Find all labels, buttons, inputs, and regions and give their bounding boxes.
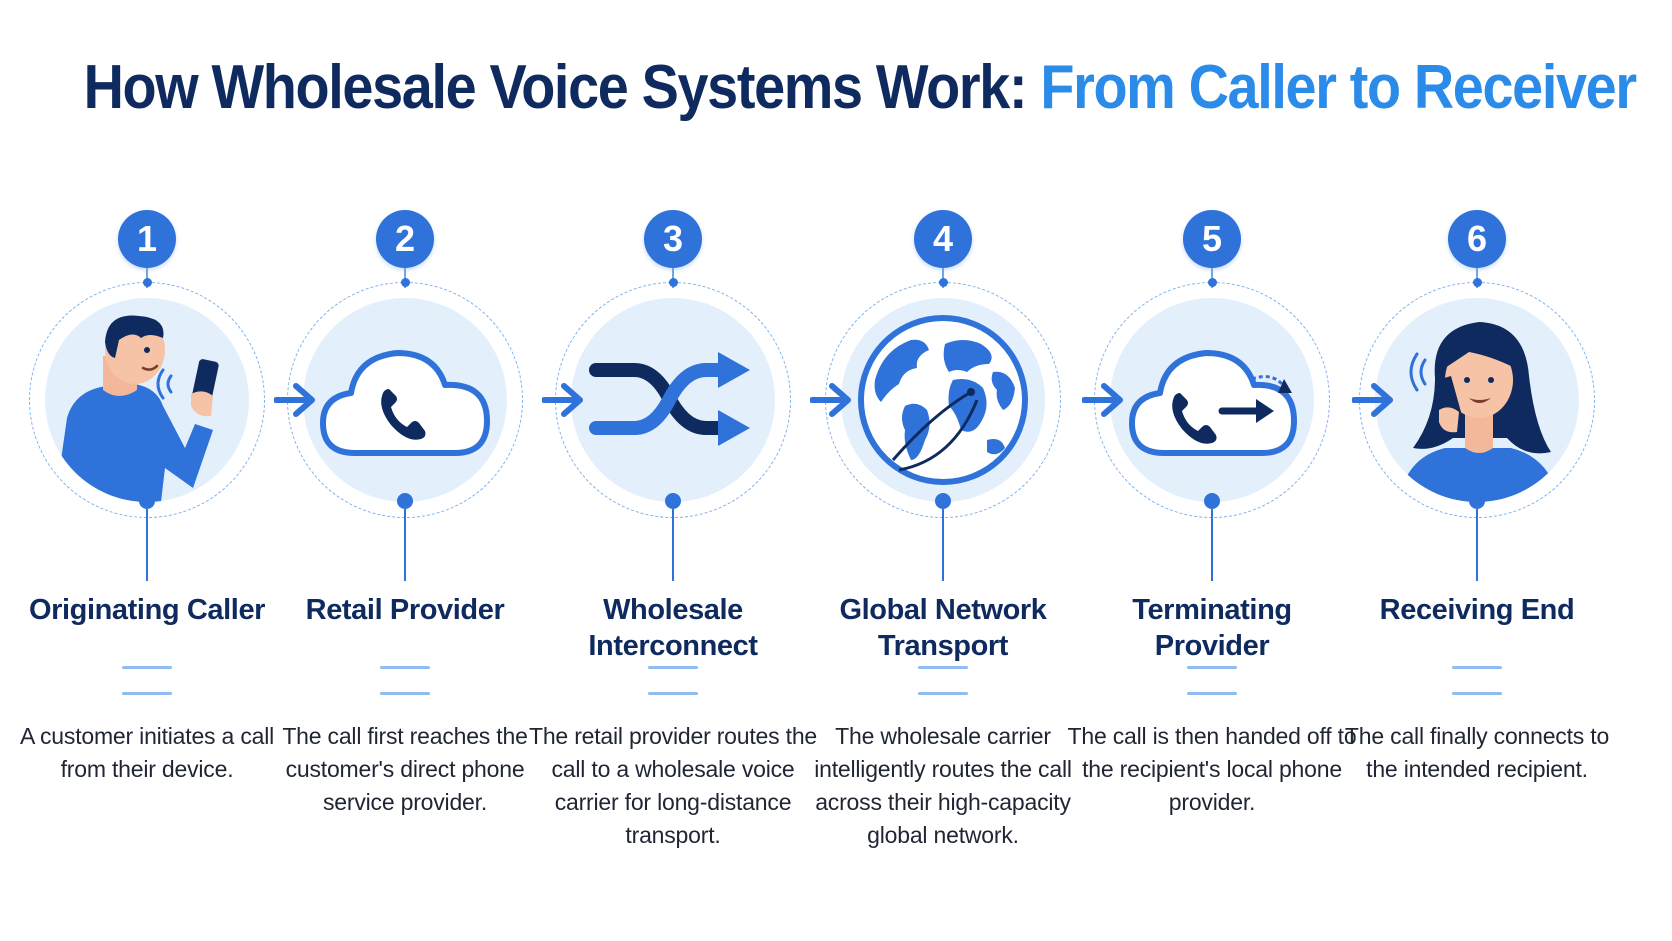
step-title: Terminating Provider [1132, 594, 1292, 662]
title-main: How Wholesale Voice Systems Work: [83, 53, 1028, 122]
connector-dot [1204, 493, 1220, 509]
flow-arrow-icon [542, 383, 583, 417]
step-description: The call finally connects to the intende… [1344, 723, 1610, 782]
title-accent: From Caller to Receiver [1040, 53, 1637, 122]
step-title: Retail Provider [305, 594, 505, 626]
connector-line [1476, 509, 1478, 581]
divider [648, 666, 698, 669]
divider [918, 692, 968, 695]
step-description: The wholesale carrier intelligently rout… [814, 723, 1072, 848]
step-icon-disc [45, 298, 249, 502]
step-terminating-provider: 5 Terminating Provider The call is then … [1068, 200, 1357, 900]
step-description: The call first reaches the customer's di… [282, 723, 528, 815]
step-title: Global Network Transport [839, 594, 1047, 662]
connector-line [404, 509, 406, 581]
connector-dot [139, 493, 155, 509]
divider [1452, 692, 1502, 695]
receiver-person-icon [1399, 322, 1559, 502]
step-receiving-end: 6 Receiving End The call [1337, 200, 1617, 900]
divider [648, 692, 698, 695]
cloud-phone-handoff-icon [1129, 350, 1297, 456]
step-icon-disc [303, 298, 507, 502]
step-number-badge: 1 [118, 210, 176, 268]
step-description: The retail provider routes the call to a… [528, 723, 818, 848]
connector-line [942, 509, 944, 581]
step-icon-disc [841, 298, 1045, 502]
step-number-badge: 6 [1448, 210, 1506, 268]
divider [1452, 666, 1502, 669]
divider [380, 692, 430, 695]
cloud-phone-icon [320, 350, 490, 456]
step-icon-disc [571, 298, 775, 502]
step-icon-disc [1375, 298, 1579, 502]
divider [380, 666, 430, 669]
connector-line [1211, 509, 1213, 581]
step-number-badge: 5 [1183, 210, 1241, 268]
shuffle-arrows-icon [589, 352, 750, 446]
connector-dot [935, 493, 951, 509]
step-originating-caller: 1 Originating Caller A customer initiate… [7, 200, 287, 900]
step-number-badge: 2 [376, 210, 434, 268]
ring-dot [1473, 278, 1482, 287]
divider [1187, 666, 1237, 669]
connector-dot [665, 493, 681, 509]
step-icon-disc [1110, 298, 1314, 502]
connector-dot [397, 493, 413, 509]
ring-dot [1208, 278, 1217, 287]
divider [122, 666, 172, 669]
caller-person-icon [55, 315, 219, 502]
ring-dot [143, 278, 152, 287]
step-number-badge: 4 [914, 210, 972, 268]
connector-line [146, 509, 148, 581]
flow-arrow-icon [274, 383, 315, 417]
step-wholesale-interconnect: 3 Wholesale Interconnect The retail prov… [529, 200, 817, 900]
step-retail-provider: 2 Retail Provider The call first reaches… [265, 200, 545, 900]
globe-icon [858, 315, 1028, 485]
connector-line [672, 509, 674, 581]
step-title: Receiving End [1379, 594, 1575, 626]
flow-arrow-icon [810, 383, 851, 417]
step-global-network-transport: 4 Global Network Transport The wholesale… [803, 200, 1083, 900]
ring-dot [669, 278, 678, 287]
step-title: Wholesale Interconnect [588, 594, 758, 662]
step-description: A customer initiates a call from their d… [19, 723, 275, 782]
connector-dot [1469, 493, 1485, 509]
divider [918, 666, 968, 669]
flow-arrow-icon [1352, 383, 1393, 417]
divider [1187, 692, 1237, 695]
step-number-badge: 3 [644, 210, 702, 268]
ring-dot [401, 278, 410, 287]
page-title: How Wholesale Voice Systems Work: From C… [83, 52, 1637, 123]
step-title: Originating Caller [28, 594, 266, 626]
flow-arrow-icon [1082, 383, 1123, 417]
step-description: The call is then handed off to the recip… [1067, 723, 1357, 815]
divider [122, 692, 172, 695]
ring-dot [939, 278, 948, 287]
